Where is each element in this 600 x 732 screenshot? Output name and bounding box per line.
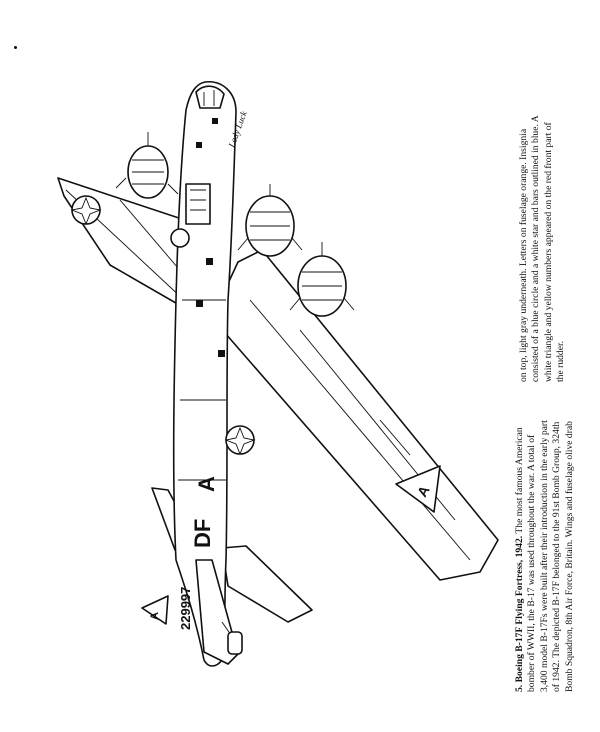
tail-gunner-position <box>227 631 243 655</box>
tail-serial: 229997 <box>178 587 193 630</box>
caption-line: Bomb Squadron, 8th Air Force, Britain. W… <box>563 421 575 692</box>
plate-title: Boeing B-17F Flying Fortress, 1942. <box>514 535 525 683</box>
engine-nacelles <box>127 145 347 317</box>
nose-glazing <box>195 85 225 109</box>
caption-right-column: on top, light gray underneath. Letters o… <box>518 64 568 382</box>
caption-left-column: 5. Boeing B-17F Flying Fortress, 1942. T… <box>514 374 576 692</box>
plate-number: 5. <box>514 684 525 692</box>
caption-line: The most famous American <box>514 427 525 534</box>
right-stabilizer <box>221 545 313 623</box>
caption-line: consisted of a blue circle and a white s… <box>530 115 542 382</box>
top-turret <box>170 228 190 248</box>
caption-line: 3,400 model B-17Fs were built after thei… <box>538 420 550 692</box>
wing-triangle <box>395 465 441 513</box>
tail-triangle <box>141 595 169 625</box>
caption-line: the rudder. <box>555 340 567 382</box>
squadron-code: DF <box>190 519 215 548</box>
caption-first-line: 5. Boeing B-17F Flying Fortress, 1942. T… <box>514 374 526 692</box>
page-speck <box>14 46 17 49</box>
caption-line: white triangle and yellow numbers appear… <box>542 122 554 382</box>
tail-triangle-letter: A <box>149 612 161 620</box>
aircraft-letter: A <box>194 476 219 492</box>
wing-triangle-letter: A <box>414 483 433 500</box>
nose-art: Lady Luck <box>226 109 249 150</box>
caption-line: bomber of WWII, the B-17 was used throug… <box>526 434 538 692</box>
caption-line: on top, light gray underneath. Letters o… <box>518 128 529 382</box>
caption-line: of 1942. The depicted B-17F belonged to … <box>551 421 563 692</box>
cockpit <box>185 183 211 225</box>
